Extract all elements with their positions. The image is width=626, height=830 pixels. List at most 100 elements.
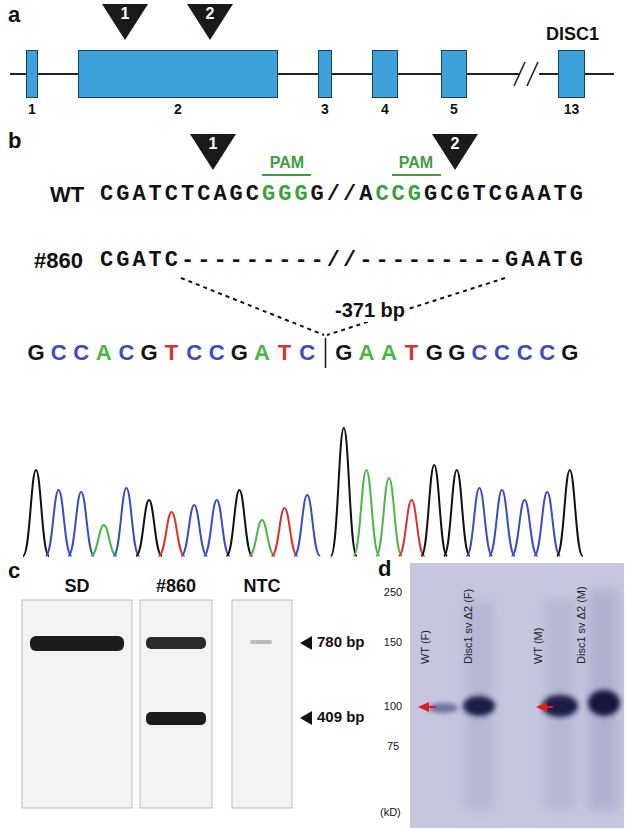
- trace-peak: [113, 488, 139, 556]
- base-call: A: [358, 340, 374, 366]
- trace-peak: [557, 470, 583, 556]
- blot-band: [588, 690, 620, 716]
- exon-fill: [78, 50, 278, 98]
- marker-label: 75: [387, 740, 399, 753]
- sequence-text: CGATCTCAGC: [100, 182, 262, 208]
- trace-peak: [512, 500, 538, 556]
- lane-label: NTC: [244, 576, 281, 598]
- deletion-leader: [181, 278, 324, 335]
- exon-fill: [441, 50, 467, 98]
- base-call: G: [335, 340, 352, 366]
- gel-band: [146, 712, 206, 725]
- triangle-fill: [190, 134, 236, 170]
- base-call: G: [231, 340, 248, 366]
- red-arrow: [428, 706, 436, 708]
- trace-peak: [272, 508, 298, 556]
- trace-peak: [159, 512, 185, 556]
- base-call: C: [494, 340, 510, 366]
- size-label: 780 bp: [317, 633, 365, 651]
- lane-label: WT (F): [419, 630, 432, 664]
- base-call: C: [51, 340, 67, 366]
- base-call: A: [96, 340, 112, 366]
- pam-label: PAM: [399, 153, 433, 172]
- lane-label: Disc1 sv Δ2 (F): [462, 589, 475, 664]
- gel-band: [146, 637, 206, 649]
- blot-band: [542, 695, 578, 717]
- pam-label: PAM: [270, 153, 304, 172]
- trace-peak: [376, 478, 402, 556]
- triangle-fill: [432, 134, 478, 170]
- base-call: C: [209, 340, 225, 366]
- trace-peak: [249, 520, 275, 556]
- lane-label: WT (M): [532, 628, 545, 664]
- sequence-text: G//A: [311, 182, 376, 208]
- trace-peak: [181, 505, 207, 556]
- trace-peak: [91, 525, 117, 556]
- base-call: C: [118, 340, 134, 366]
- marker-label: 150: [384, 636, 402, 649]
- triangle-fill: [102, 4, 148, 40]
- row-label: WT: [50, 182, 84, 208]
- base-call: A: [254, 340, 270, 366]
- size-arrow: [300, 711, 312, 725]
- size-arrow: [300, 636, 312, 650]
- sequence-text: CCG: [375, 182, 424, 208]
- trace-peak: [489, 490, 515, 556]
- base-call: T: [405, 340, 418, 366]
- base-call: A: [381, 340, 397, 366]
- intron-line: [585, 73, 614, 75]
- panel-letter: b: [8, 128, 21, 154]
- gene-name: DISC1: [546, 24, 599, 46]
- trace-peak: [226, 490, 252, 556]
- callout-number: 1: [102, 5, 148, 23]
- row-label: #860: [34, 248, 83, 274]
- trace-peak: [421, 465, 447, 556]
- gel-image: [232, 600, 292, 808]
- exon-number: 5: [441, 101, 467, 117]
- chromatogram: [23, 428, 583, 556]
- base-call: G: [426, 340, 443, 366]
- exon-number: 4: [372, 101, 398, 117]
- intron-line: [10, 73, 26, 75]
- cut-site-marker: 2: [432, 134, 478, 170]
- trace-peak: [68, 492, 94, 556]
- pam-underline: [262, 174, 311, 176]
- exon-box: 1: [26, 50, 38, 117]
- sequence-text: GGG: [262, 182, 311, 208]
- exon-box: 13: [558, 50, 585, 117]
- base-call: C: [517, 340, 533, 366]
- exon-fill: [318, 50, 332, 98]
- break-mark: [514, 62, 525, 86]
- base-call: G: [140, 340, 157, 366]
- red-arrow: [536, 702, 547, 712]
- lane-label: Disc1 sv Δ2 (M): [575, 586, 588, 664]
- intron-line: [38, 73, 78, 75]
- sequence-text: GAATG: [505, 248, 586, 274]
- blot-band: [428, 703, 458, 713]
- base-call: T: [165, 340, 178, 366]
- exon-fill: [26, 50, 38, 98]
- intron-line: [467, 73, 558, 75]
- base-call: G: [27, 340, 44, 366]
- intron-line: [398, 73, 441, 75]
- base-call: G: [448, 340, 465, 366]
- panel-letter: a: [8, 2, 20, 28]
- base-call: C: [73, 340, 89, 366]
- exon-number: 2: [78, 101, 278, 117]
- gel-band: [30, 636, 124, 651]
- gel-image: [22, 600, 132, 808]
- cut-site-marker: 2: [187, 4, 233, 40]
- red-arrow: [546, 706, 553, 708]
- deletion-leader: [327, 278, 505, 335]
- exon-number: 3: [318, 101, 332, 117]
- callout-number: 1: [190, 135, 236, 153]
- trace-peak: [353, 470, 379, 556]
- base-call: C: [186, 340, 202, 366]
- base-call: C: [471, 340, 487, 366]
- size-label: 409 bp: [317, 708, 365, 726]
- base-call: G: [561, 340, 578, 366]
